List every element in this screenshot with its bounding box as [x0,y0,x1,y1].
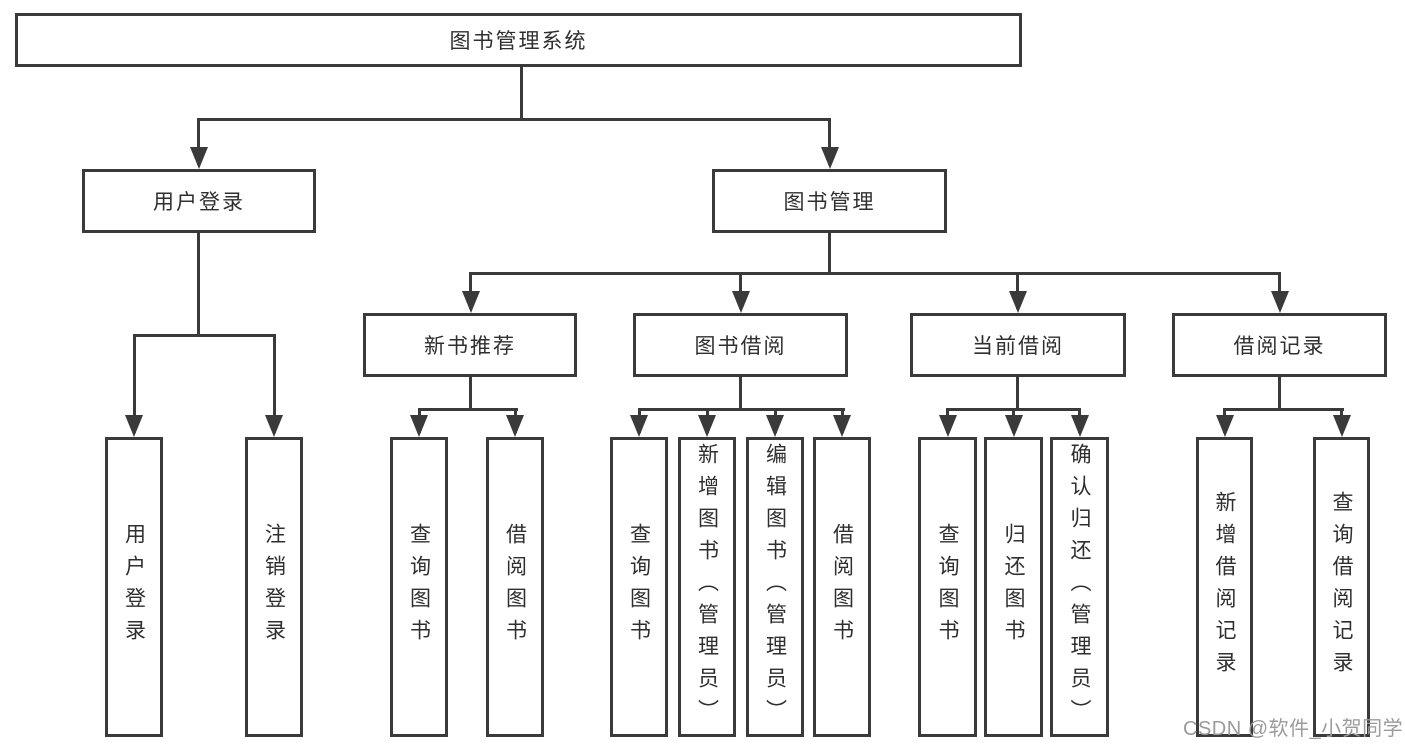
leaf-bw-edit-books-admin-label: 编辑图书（管理员） [763,443,787,731]
connector-drop-leaf-logout [272,334,276,433]
leaf-cu-query-books-label: 查询图书 [936,523,959,651]
arrowhead-rc-query [1332,415,1351,437]
arrowhead-borrow [731,291,750,313]
connector-new-books-split [417,408,518,411]
arrowhead-bw-edit [766,415,784,437]
node-user-login-label: 用户登录 [153,191,245,214]
leaf-bw-add-books-admin: 新增图书（管理员） [678,437,736,737]
arrowhead-rc-add [1215,415,1234,437]
connector-drop-borrow [739,272,742,309]
connector-current-stub [1016,377,1019,410]
leaf-cu-confirm-return-admin-label: 确认归还（管理员） [1068,443,1091,731]
arrowhead-current [1008,291,1027,313]
arrowhead-book-management [820,147,839,169]
leaf-bw-add-books-admin-label: 新增图书（管理员） [695,443,719,731]
node-current-borrow-label: 当前借阅 [972,335,1064,358]
leaf-nb-query-books-label: 查询图书 [407,523,431,651]
node-current-borrow: 当前借阅 [910,313,1126,377]
leaf-cu-return-books-label: 归还图书 [1002,523,1025,651]
connector-book-management-stub [828,233,831,274]
arrowhead-bw-borrow [833,415,851,437]
arrowhead-leaf-logout [265,415,283,437]
connector-root-stub [519,67,523,119]
watermark: CSDN @软件_小贺同学 [1183,718,1404,740]
connector-borrow-stub [739,377,742,410]
arrowhead-nb-query [410,415,428,437]
connector-drop-leaf-login [132,334,136,433]
leaf-user-login-label: 用户登录 [122,523,146,651]
leaf-cu-return-books: 归还图书 [984,437,1043,737]
arrowhead-user-login [189,147,208,169]
connector-drop-new-books [469,272,472,309]
connector-drop-records [1278,272,1281,309]
node-book-management: 图书管理 [712,169,947,233]
arrowhead-cu-query [938,415,957,437]
connector-level2-split [197,118,831,121]
connector-level3-split [469,272,1281,275]
node-root: 图书管理系统 [15,13,1022,67]
leaf-user-login: 用户登录 [105,437,163,737]
leaf-cu-query-books: 查询图书 [918,437,977,737]
leaf-nb-borrow-books: 借阅图书 [486,437,544,737]
leaf-bw-borrow-books: 借阅图书 [813,437,871,737]
arrowhead-new-books [461,291,480,313]
node-borrow-records: 借阅记录 [1172,313,1387,377]
node-book-management-label: 图书管理 [783,191,876,214]
arrowhead-cu-confirm [1070,415,1089,437]
arrowhead-leaf-login [125,415,143,437]
node-new-book-recommend-label: 新书推荐 [424,335,516,358]
node-borrow-records-label: 借阅记录 [1233,335,1326,358]
node-new-book-recommend: 新书推荐 [363,313,577,377]
arrowhead-cu-return [1004,415,1023,437]
leaf-nb-query-books: 查询图书 [390,437,448,737]
node-user-login: 用户登录 [82,169,316,233]
leaf-bw-query-books-label: 查询图书 [627,523,651,651]
leaf-rc-query-record: 查询借阅记录 [1313,437,1370,737]
connector-drop-book-management [828,118,831,165]
leaf-bw-borrow-books-label: 借阅图书 [830,523,854,651]
connector-drop-user-login [197,118,200,165]
connector-user-login-split [132,334,276,337]
leaf-logout: 注销登录 [245,437,303,737]
node-book-borrow: 图书借阅 [633,313,848,377]
connector-drop-current [1016,272,1019,309]
connector-borrow-split [637,408,845,411]
node-root-label: 图书管理系统 [449,30,588,53]
arrowhead-nb-borrow [506,415,524,437]
leaf-rc-add-record: 新增借阅记录 [1196,437,1253,737]
leaf-cu-confirm-return-admin: 确认归还（管理员） [1050,437,1109,737]
leaf-bw-edit-books-admin: 编辑图书（管理员） [746,437,804,737]
node-book-borrow-label: 图书借阅 [694,335,787,358]
connector-records-stub [1278,377,1281,410]
arrowhead-bw-query [630,415,648,437]
leaf-rc-add-record-label: 新增借阅记录 [1213,491,1236,683]
connector-user-login-stub [197,233,200,336]
leaf-logout-label: 注销登录 [262,523,286,651]
connector-records-split [1223,408,1344,411]
arrowhead-bw-add [698,415,716,437]
connector-new-books-stub [469,377,472,410]
leaf-rc-query-record-label: 查询借阅记录 [1330,491,1353,683]
leaf-nb-borrow-books-label: 借阅图书 [503,523,527,651]
leaf-bw-query-books: 查询图书 [610,437,668,737]
arrowhead-records [1270,291,1289,313]
